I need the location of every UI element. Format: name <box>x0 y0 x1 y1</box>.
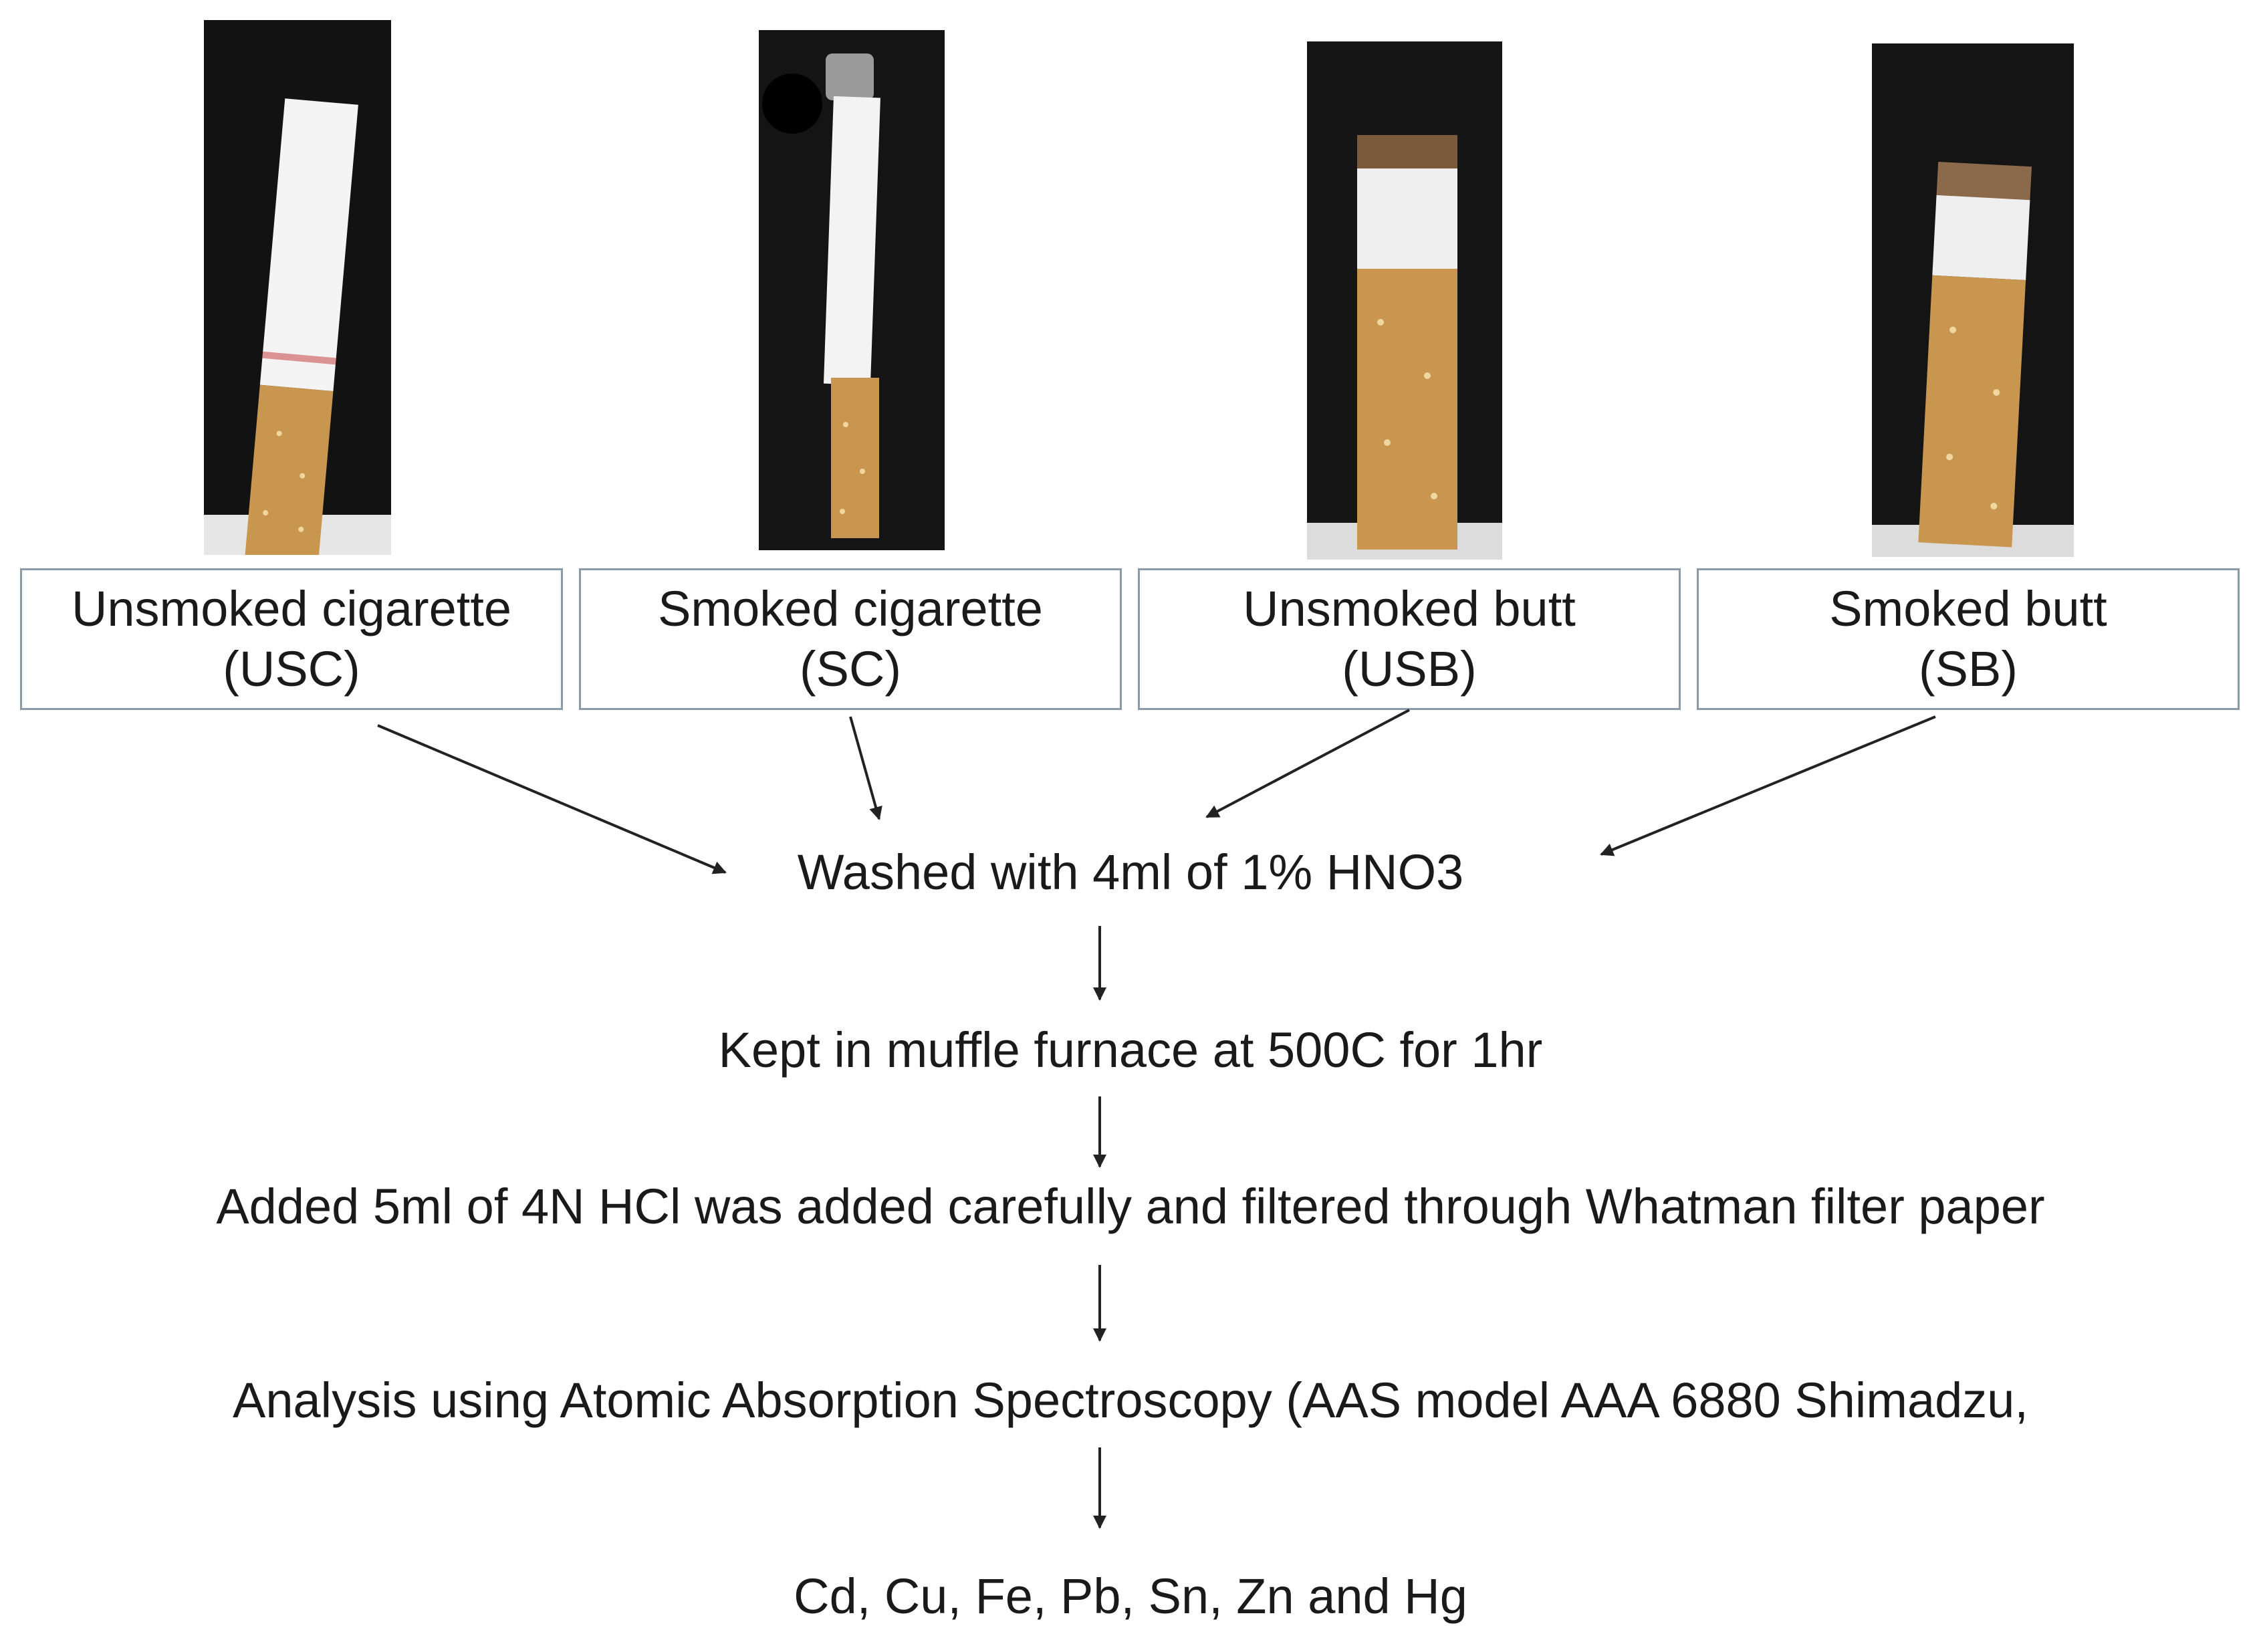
step-wash: Washed with 4ml of 1% HNO3 <box>797 844 1464 900</box>
step-hcl-filter: Added 5ml of 4N HCl was added carefully … <box>216 1179 2045 1234</box>
sample-label: Unsmoked cigarette <box>71 580 512 636</box>
smoked-cigarette-photo <box>759 30 945 550</box>
sample-code: (USC) <box>223 641 360 697</box>
unsmoked-cigarette-icon <box>204 20 391 555</box>
sample-label: Smoked cigarette <box>658 580 1043 636</box>
sample-box-usc: Unsmoked cigarette (USC) <box>20 568 563 710</box>
smoked-butt-icon <box>1872 43 2074 557</box>
sample-label: Smoked butt <box>1829 580 2107 636</box>
sample-code: (USB) <box>1342 641 1477 697</box>
arrow-sb-to-wash <box>1600 715 1936 856</box>
unsmoked-butt-icon <box>1307 41 1502 560</box>
arrow-sc-to-wash <box>849 716 882 820</box>
sample-box-sc: Smoked cigarette (SC) <box>579 568 1122 710</box>
unsmoked-cigarette-photo <box>204 20 391 555</box>
sample-label: Unsmoked butt <box>1243 580 1576 636</box>
sample-box-usb: Unsmoked butt (USB) <box>1138 568 1681 710</box>
step-metals-result: Cd, Cu, Fe, Pb, Sn, Zn and Hg <box>794 1568 1467 1624</box>
step-aas-analysis: Analysis using Atomic Absorption Spectro… <box>232 1373 2028 1428</box>
sample-code: (SB) <box>1919 641 2018 697</box>
sample-box-sb: Smoked butt (SB) <box>1697 568 2240 710</box>
step-muffle-furnace: Kept in muffle furnace at 500C for 1hr <box>718 1022 1543 1078</box>
sample-code: (SC) <box>799 641 902 697</box>
smoked-butt-photo <box>1872 43 2074 557</box>
smoked-cigarette-icon <box>759 30 945 550</box>
unsmoked-butt-photo <box>1307 41 1502 560</box>
arrow-usb-to-wash <box>1205 709 1410 818</box>
